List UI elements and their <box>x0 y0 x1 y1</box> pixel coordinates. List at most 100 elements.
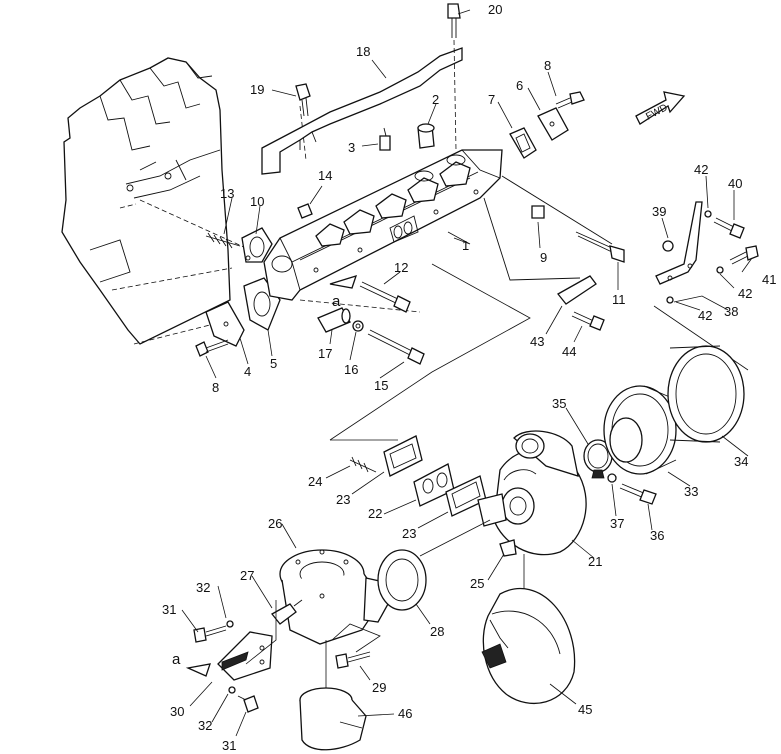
callout-3: 3 <box>348 140 355 155</box>
callout-15: 15 <box>374 378 388 393</box>
gasket-7 <box>509 127 537 159</box>
washer-16 <box>352 320 364 332</box>
bolt-8-upper <box>555 91 585 109</box>
callout-21: 21 <box>588 554 602 569</box>
fwd-label: FWD <box>644 102 669 122</box>
callout-46: 46 <box>398 706 412 721</box>
view-arrow-lower <box>185 663 211 677</box>
washer-42b <box>716 266 724 274</box>
bolt-31a <box>193 625 227 643</box>
callout-8b: 8 <box>212 380 219 395</box>
callout-41: 41 <box>762 272 776 287</box>
bolt-15 <box>367 329 425 365</box>
washer-42a <box>704 210 712 218</box>
nut-39 <box>662 240 674 252</box>
turbocharger-21 <box>477 430 587 556</box>
stud-13 <box>205 232 241 249</box>
nut-9 <box>531 205 545 219</box>
bolt-40 <box>713 217 745 239</box>
callout-38: 38 <box>724 304 738 319</box>
bolt-41 <box>729 245 759 265</box>
callout-19: 19 <box>250 82 264 97</box>
callout-2: 2 <box>432 92 439 107</box>
callout-20: 20 <box>488 2 502 17</box>
plug-2 <box>417 123 435 149</box>
bolt-36 <box>619 483 657 505</box>
callout-31a: 31 <box>162 602 176 617</box>
bracket-30 <box>217 631 273 681</box>
callout-32b: 32 <box>198 718 212 733</box>
stud-24 <box>349 456 377 473</box>
callout-33: 33 <box>684 484 698 499</box>
callout-14: 14 <box>318 168 332 183</box>
callout-13: 13 <box>220 186 234 201</box>
bolt-44 <box>571 311 605 331</box>
bracket-43 <box>557 275 597 305</box>
washer-42c <box>666 296 674 304</box>
callout-42c: 42 <box>698 308 712 323</box>
fitting-3 <box>379 127 391 151</box>
callout-11: 11 <box>612 292 626 307</box>
bolt-19 <box>295 83 311 117</box>
callout-25: 25 <box>470 576 484 591</box>
nut-25 <box>499 539 517 557</box>
bolt-11 <box>575 231 625 263</box>
spacer-17 <box>317 307 351 333</box>
gasket-28 <box>377 549 427 611</box>
callout-18: 18 <box>356 44 370 59</box>
callout-27: 27 <box>240 568 254 583</box>
pipe-46 <box>299 687 367 751</box>
callout-23b: 23 <box>402 526 416 541</box>
gasket-10 <box>241 227 273 263</box>
cover-6 <box>537 107 569 141</box>
housing-33 <box>603 385 677 475</box>
washer-32b <box>228 686 236 694</box>
elbow-26 <box>279 549 389 645</box>
callout-17: 17 <box>318 346 332 361</box>
bracket-38 <box>655 201 703 285</box>
callout-39: 39 <box>652 204 666 219</box>
fwd-arrow-icon: FWD <box>635 91 686 125</box>
callout-44: 44 <box>562 344 576 359</box>
callout-7: 7 <box>488 92 495 107</box>
callout-22: 22 <box>368 506 382 521</box>
bolt-20 <box>447 3 461 38</box>
callout-30: 30 <box>170 704 184 719</box>
exhaust-manifold <box>263 149 503 301</box>
washer-37 <box>607 473 617 483</box>
view-mark-lower: a <box>172 651 181 668</box>
callout-37: 37 <box>610 516 624 531</box>
callout-5: 5 <box>270 356 277 371</box>
view-arrow-upper <box>329 275 358 289</box>
callout-1: 1 <box>462 238 469 253</box>
callout-42a: 42 <box>694 162 708 177</box>
callout-9: 9 <box>540 250 547 265</box>
callout-35: 35 <box>552 396 566 411</box>
callout-8a: 8 <box>544 58 551 73</box>
bolt-12 <box>359 281 411 313</box>
callout-23a: 23 <box>336 492 350 507</box>
bolt-8-lower <box>195 339 229 357</box>
callout-32a: 32 <box>196 580 210 595</box>
callouts: 1 2 3 4 5 6 7 8 8 9 10 11 12 13 14 15 16… <box>162 2 776 753</box>
callout-24: 24 <box>308 474 322 489</box>
callout-10: 10 <box>250 194 264 209</box>
callout-29: 29 <box>372 680 386 695</box>
callout-31b: 31 <box>222 738 236 753</box>
callout-16: 16 <box>344 362 358 377</box>
heat-shield-18 <box>261 47 463 175</box>
callout-6: 6 <box>516 78 523 93</box>
washer-32a <box>226 620 234 628</box>
nut-14 <box>297 203 313 219</box>
gasket-23a <box>383 435 423 477</box>
callout-36: 36 <box>650 528 664 543</box>
bolt-29 <box>335 651 371 669</box>
callout-12: 12 <box>394 260 408 275</box>
callout-34: 34 <box>734 454 748 469</box>
callout-26: 26 <box>268 516 282 531</box>
view-mark-upper: a <box>332 293 341 310</box>
cover-45 <box>481 587 576 704</box>
callout-28: 28 <box>430 624 444 639</box>
